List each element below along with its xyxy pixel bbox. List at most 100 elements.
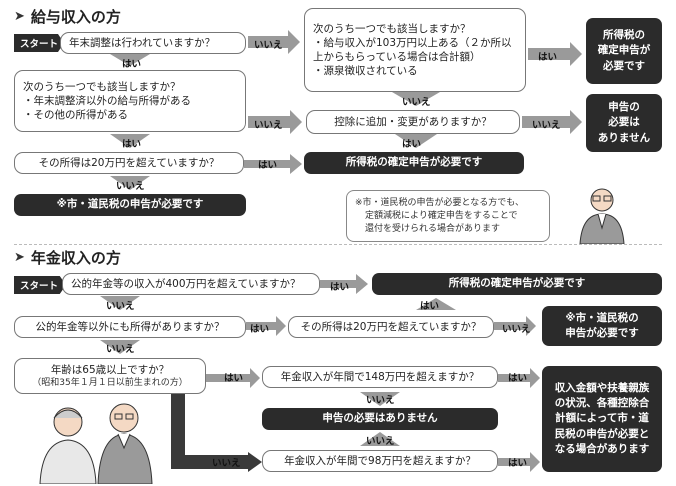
result-line: 必要です — [603, 59, 645, 72]
q-over20-2: その所得は20万円を超えていますか？ — [288, 316, 494, 338]
q-over20: その所得は20万円を超えていますか？ — [14, 152, 244, 174]
result-line: ※市・道民税の — [565, 311, 639, 324]
q-148: 年金収入が年間で148万円を超えますか？ — [262, 366, 498, 388]
list-item: その他の所得がある — [23, 108, 191, 122]
result-line: 申告の — [608, 101, 640, 114]
label-no: いいえ — [366, 436, 395, 447]
section1-header: ➤ 給与収入の方 — [14, 6, 121, 27]
arrow-yes-2 — [244, 154, 302, 174]
result-line: の状況、各種控除合 — [554, 397, 650, 410]
q-any-left-list: 年末調整済以外の給与所得がある その他の所得がある — [23, 94, 192, 122]
elderly-couple-illustration-icon — [39, 403, 153, 484]
label-yes: はい — [122, 59, 142, 70]
label-no: いいえ — [106, 301, 135, 312]
result-line: なる場合があります — [554, 442, 650, 455]
list-item: 源泉徴収されている — [313, 64, 517, 78]
result-no-need: 申告の 必要は ありません — [586, 94, 662, 152]
list-item: 年末調整済以外の給与所得がある — [23, 94, 192, 108]
result-income-tax-2: 所得税の確定申告が必要です — [372, 273, 662, 295]
note-line: ※市・道民税の申告が必要となる方でも、 — [355, 198, 525, 208]
result-kakutei: 所得税の 確定申告が 必要です — [586, 18, 662, 84]
chevron-right-icon: ➤ — [14, 9, 25, 24]
q-age-65: 年齢は65歳以上ですか？ （昭和35年１月１日以前生まれの方） — [14, 358, 206, 394]
result-line: 必要は — [608, 116, 640, 129]
result-depends: 収入金額や扶養親族 の状況、各種控除合 計額によって市・道 民税の申告が必要と … — [542, 366, 662, 472]
result-city-tax-2: ※市・道民税の 申告が必要です — [542, 306, 662, 346]
result-line: 民税の申告が必要と — [554, 427, 650, 440]
label-no: いいえ — [366, 395, 395, 406]
q-pension-400: 公的年金等の収入が400万円を超えていますか？ — [62, 273, 320, 295]
arrow-down-1 — [110, 54, 150, 66]
label-yes: はい — [122, 139, 142, 150]
arrow-down-3 — [110, 176, 150, 190]
label-no: いいえ — [116, 181, 145, 192]
arrow-no-1 — [248, 30, 300, 54]
q-other-income: 公的年金等以外にも所得がありますか？ — [14, 316, 246, 338]
label-yes: はい — [330, 282, 350, 293]
label-yes: はい — [538, 52, 558, 63]
result-no-need-2: 申告の必要はありません — [262, 408, 498, 430]
arrow-yes-5 — [206, 368, 260, 388]
label-no: いいえ — [254, 40, 283, 51]
result-line: 計額によって市・道 — [555, 412, 649, 425]
q-deduction: 控除に追加・変更がありますか？ — [306, 110, 520, 134]
arrow-down-2 — [110, 134, 150, 148]
man-illustration-icon — [579, 188, 625, 244]
arrow-yes-6 — [498, 368, 540, 388]
result-income-tax: 所得税の確定申告が必要です — [304, 152, 524, 174]
result-line: 所得税の — [603, 29, 645, 42]
arrow-down-5 — [392, 132, 440, 148]
section-divider — [14, 244, 662, 245]
arrow-no-age — [171, 392, 250, 469]
q-98: 年金収入が年間で98万円を超えますか？ — [262, 450, 498, 472]
note-line: 定額減税により確定申告をすることで — [365, 211, 518, 221]
list-item: 給与収入が103万円以上ある（２か所以上からもらっている場合は合計額） — [313, 36, 517, 64]
q-year-end-adjustment: 年末調整は行われていますか？ — [60, 32, 246, 54]
arrow-no-2 — [248, 110, 302, 134]
arrow-no-4 — [494, 316, 536, 336]
chevron-right-icon: ➤ — [14, 250, 25, 265]
result-line: ありません — [597, 131, 651, 144]
result-line: 確定申告が — [597, 44, 651, 57]
note-line: 還付を受けられる場合があります — [365, 224, 501, 234]
q-any-left: 次のうち一つでも該当しますか？ 年末調整済以外の給与所得がある その他の所得があ… — [14, 70, 246, 132]
start-badge: スタート — [14, 34, 64, 52]
start-badge: スタート — [14, 276, 66, 294]
arrow-yes-1 — [528, 42, 582, 66]
arrow-down-7 — [100, 340, 140, 354]
arrow-down-6 — [100, 296, 140, 310]
q-any-right-list: 給与収入が103万円以上ある（２か所以上からもらっている場合は合計額） 源泉徴収… — [313, 36, 517, 79]
label-yes: はい — [224, 373, 244, 384]
arrow-yes-7 — [498, 452, 540, 472]
q-any-right: 次のうち一つでも該当しますか？ 給与収入が103万円以上ある（２か所以上からもら… — [304, 8, 526, 92]
section1-title: 給与収入の方 — [30, 8, 121, 26]
result-line: 申告が必要です — [565, 327, 639, 339]
result-city-tax: ※市・道民税の申告が必要です — [14, 194, 246, 216]
label-no: いいえ — [402, 97, 431, 108]
section2-header: ➤ 年金収入の方 — [14, 247, 121, 268]
arrow-yes-3 — [320, 274, 368, 294]
section2-title: 年金収入の方 — [30, 249, 121, 267]
arrow-up-2 — [360, 432, 400, 446]
arrow-down-8 — [360, 392, 400, 406]
arrow-yes-4 — [246, 316, 286, 336]
q-age-title: 年齢は65歳以上ですか？ — [50, 363, 170, 376]
arrow-no-3 — [522, 110, 582, 134]
label-no: いいえ — [532, 120, 561, 131]
arrow-up-1 — [416, 298, 456, 310]
label-yes: はい — [250, 324, 270, 335]
label-yes: はい — [420, 301, 440, 312]
q-age-sub: （昭和35年１月１日以前生まれの方） — [32, 378, 188, 389]
q-any-left-title: 次のうち一つでも該当しますか？ — [23, 80, 181, 93]
result-line: 収入金額や扶養親族 — [554, 381, 650, 394]
q-any-right-title: 次のうち一つでも該当しますか？ — [313, 22, 471, 35]
label-yes: はい — [508, 373, 528, 384]
label-no: いいえ — [212, 458, 241, 469]
label-yes: はい — [258, 160, 278, 171]
label-yes: はい — [402, 139, 422, 150]
label-no: いいえ — [254, 120, 283, 131]
label-no: いいえ — [502, 324, 531, 335]
label-yes: はい — [508, 458, 528, 469]
arrow-down-4 — [392, 92, 440, 106]
